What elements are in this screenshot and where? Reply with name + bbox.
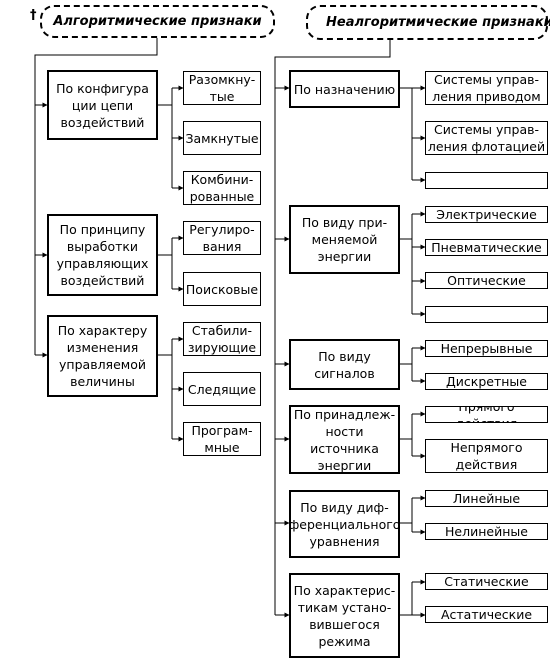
- left-item-open-loop: Разомкну- тые: [183, 71, 261, 105]
- right-item-empty-2: [425, 306, 548, 323]
- left-item-combined: Комбини- рованные: [183, 171, 261, 205]
- category-label: По принадлеж- ности источника энергии: [293, 406, 396, 473]
- category-label: По принципу выработки управляющих воздей…: [56, 222, 149, 288]
- right-item-electric: Электрические: [425, 206, 548, 223]
- category-label: По конфигура ции цепи воздействий: [56, 80, 149, 130]
- right-item-pneumatic: Пневматические: [425, 239, 548, 256]
- algorithmic-header-label: Алгоритмические признаки: [53, 14, 262, 29]
- item-label: Замкнутые: [185, 130, 259, 146]
- category-label: По характеру изменения управляемой велич…: [57, 323, 148, 389]
- right-item-flotation-control: Системы управ- ления флотацией: [425, 121, 548, 155]
- item-label: Програм- мные: [191, 423, 253, 455]
- right-item-astatic: Астатические: [425, 606, 548, 623]
- right-item-linear: Линейные: [425, 490, 548, 507]
- item-label: Системы управ- ления приводом: [432, 72, 541, 104]
- item-label: Дискретные: [446, 374, 527, 389]
- item-label: Непрерывные: [440, 341, 533, 356]
- right-category-diff-equation: По виду диф- ференциального уравнения: [289, 490, 400, 558]
- item-label: Непрямого действия: [450, 440, 523, 472]
- right-item-nonlinear: Нелинейные: [425, 523, 548, 540]
- item-label: Статические: [444, 574, 529, 589]
- category-label: По виду сигналов: [314, 348, 375, 381]
- category-label: По виду при- меняемой энергии: [301, 215, 388, 264]
- category-label: По характерис- тикам устано- вившегося р…: [293, 582, 396, 649]
- item-label: Оптические: [447, 273, 526, 288]
- right-item-static: Статические: [425, 573, 548, 590]
- left-item-tracking: Следящие: [183, 372, 261, 406]
- item-label: Электрические: [436, 207, 537, 222]
- left-item-programmed: Програм- мные: [183, 422, 261, 456]
- category-label: По виду диф- ференциального уравнения: [289, 499, 400, 549]
- nonalgorithmic-header-label: Неалгоритмические признаки: [326, 15, 550, 30]
- right-item-discrete: Дискретные: [425, 373, 548, 390]
- item-label: Нелинейные: [445, 524, 528, 539]
- item-label: Разомкну- тые: [188, 72, 256, 104]
- algorithmic-header: Алгоритмические признаки: [40, 5, 275, 38]
- right-item-optical: Оптические: [425, 272, 548, 289]
- right-item-empty-1: [425, 172, 548, 189]
- item-label: Следящие: [187, 381, 257, 397]
- item-label: Системы управ- ления флотацией: [427, 122, 546, 154]
- left-category-configuration: По конфигура ции цепи воздействий: [47, 70, 158, 140]
- right-item-indirect-action: Непрямого действия: [425, 439, 548, 473]
- category-label: По назначению: [293, 81, 396, 97]
- left-category-principle: По принципу выработки управляющих воздей…: [47, 214, 158, 296]
- right-category-energy-source: По принадлеж- ности источника энергии: [289, 405, 400, 474]
- left-category-character: По характеру изменения управляемой велич…: [47, 315, 158, 397]
- right-category-energy: По виду при- меняемой энергии: [289, 205, 400, 274]
- right-item-continuous: Непрерывные: [425, 340, 548, 357]
- right-category-steady-state: По характерис- тикам устано- вившегося р…: [289, 573, 400, 658]
- left-item-search: Поисковые: [183, 272, 261, 306]
- right-item-direct-action: Прямого действия: [425, 406, 548, 423]
- left-item-regulation: Регулиро- вания: [183, 221, 261, 255]
- item-label: Стабили- зирующие: [187, 323, 257, 355]
- right-item-drive-control: Системы управ- ления приводом: [425, 71, 548, 105]
- item-label: Прямого действия: [455, 406, 518, 423]
- item-label: Поисковые: [185, 281, 259, 297]
- right-category-purpose: По назначению: [289, 70, 400, 108]
- nonalgorithmic-header: Неалгоритмические признаки: [306, 5, 550, 40]
- left-item-closed-loop: Замкнутые: [183, 121, 261, 155]
- item-label: Линейные: [452, 491, 521, 506]
- item-label: Комбини- рованные: [189, 172, 255, 204]
- left-marker: †: [30, 8, 37, 23]
- left-item-stabilizing: Стабили- зирующие: [183, 322, 261, 356]
- right-category-signals: По виду сигналов: [289, 339, 400, 390]
- item-label: Регулиро- вания: [189, 222, 255, 254]
- item-label: Астатические: [440, 607, 533, 622]
- item-label: Пневматические: [431, 240, 542, 255]
